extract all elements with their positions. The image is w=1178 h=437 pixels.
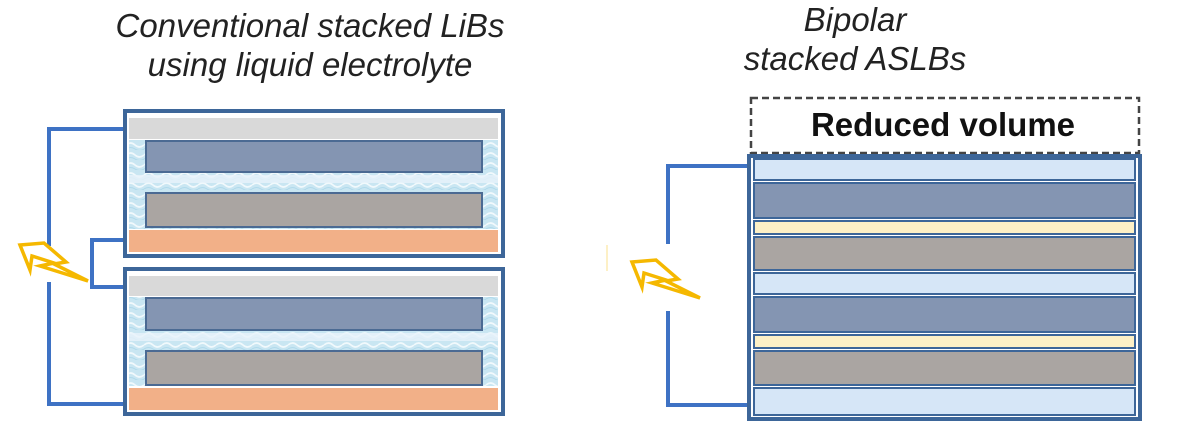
wire-top (47, 127, 125, 246)
bipolar-collector-layer (753, 334, 1136, 349)
bipolar-stack: Reduced volume (629, 96, 1142, 421)
cathode-layer (145, 192, 483, 228)
wire-bottom (47, 282, 125, 406)
wire-interconnect (90, 238, 125, 289)
anode-layer (145, 140, 483, 173)
bipolar-layers (753, 158, 1136, 416)
bipolar-collector-layer (753, 220, 1136, 235)
copper-collector (129, 230, 498, 252)
lightning-bolt-icon (629, 258, 701, 300)
cathode-layer (753, 236, 1136, 271)
conventional-cell-bottom (123, 267, 505, 416)
left-title-line-1: Conventional stacked LiBs (115, 7, 505, 44)
solid-electrolyte-layer (753, 272, 1136, 295)
left-title-line-2: using liquid electrolyte (147, 46, 473, 83)
cathode-layer (145, 350, 483, 386)
anode-layer (753, 182, 1136, 219)
current-collector-top (129, 276, 498, 296)
anode-layer (753, 296, 1136, 333)
right-diagram-title: Bipolar stacked ASLBs (690, 0, 1020, 78)
anode-layer (145, 297, 483, 331)
separator (129, 333, 498, 341)
divider-mark (606, 245, 608, 271)
conventional-wiring (47, 127, 125, 406)
right-title-line-1: Bipolar (803, 1, 907, 38)
wire-bottom (666, 311, 749, 407)
reduced-volume-label: Reduced volume (811, 106, 1075, 143)
right-title-line-2: stacked ASLBs (743, 40, 967, 77)
separator (129, 175, 498, 183)
current-collector-top (129, 118, 498, 139)
cathode-layer (753, 350, 1136, 386)
left-diagram-title: Conventional stacked LiBs using liquid e… (50, 6, 570, 84)
lightning-bolt-icon (17, 241, 89, 283)
bipolar-wiring (666, 164, 749, 407)
solid-electrolyte-layer (753, 387, 1136, 416)
solid-electrolyte-layer (753, 158, 1136, 181)
reduced-volume-box (749, 96, 1141, 155)
wire-top (666, 164, 749, 244)
copper-collector (129, 388, 498, 410)
conventional-cell-top (123, 109, 505, 258)
conventional-stack (17, 109, 505, 416)
